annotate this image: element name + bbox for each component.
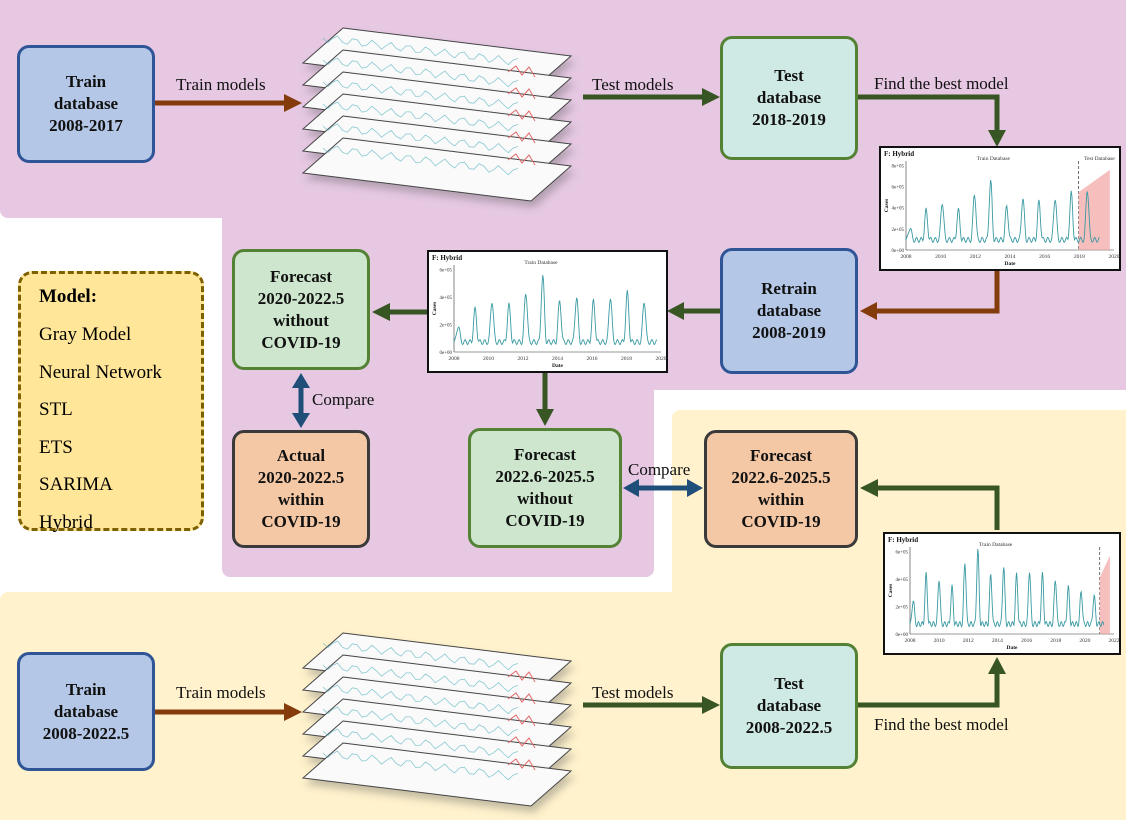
chart-xtick: 2012: [963, 638, 974, 644]
chart-train-label: Train Database: [977, 156, 1011, 162]
chart-xtick: 2008: [905, 638, 916, 644]
chart-xtick: 2014: [552, 356, 563, 362]
model-item: SARIMA: [39, 474, 113, 495]
chart-xtick: 2012: [518, 356, 529, 362]
chart-xtick: 2008: [449, 356, 460, 362]
chart-xtick: 2022: [1109, 638, 1120, 644]
compare-label-left: Compare: [312, 390, 375, 409]
chart-ytick: 0e+00: [439, 351, 452, 356]
find-best-model-label-top: Find the best model: [874, 74, 1009, 93]
train-database-bottom: Train database 2008-2022.5: [17, 652, 155, 771]
forecast-2022-within-covid: Forecast 2022.6-2025.5 within COVID-19: [704, 430, 858, 548]
chart-xtick: 2008: [901, 254, 912, 260]
chart-xtick: 2014: [1005, 254, 1016, 260]
chart-xtick: 2020: [1109, 254, 1120, 260]
chart-ylabel: Cases: [888, 584, 894, 597]
chart-ytick: 2e+05: [891, 228, 904, 233]
chart-xlabel: Date: [1005, 261, 1017, 267]
chart-ytick: 4e+05: [895, 578, 908, 583]
train-database-top: Train database 2008-2017: [17, 45, 155, 163]
chart-panel-title: F: Hybrid: [884, 150, 914, 158]
model-item: STL: [39, 399, 73, 420]
chart-xtick: 2012: [970, 254, 981, 260]
chart-xtick: 2010: [935, 254, 946, 260]
test-database-top: Test database 2018-2019: [720, 36, 858, 160]
retrain-database: Retrain database 2008-2019: [720, 248, 858, 374]
model-stack-bottom: [301, 632, 573, 807]
test-database-bottom: Test database 2008-2022.5: [720, 643, 858, 769]
chart-xtick: 2016: [1021, 638, 1032, 644]
chart-xtick: 2010: [483, 356, 494, 362]
model-sheet: [301, 742, 573, 807]
chart-test-label: Test Database: [1084, 156, 1115, 162]
model-item: Neural Network: [39, 361, 162, 383]
chart-series-line: [909, 548, 1105, 628]
chart-series-line: [905, 179, 1100, 244]
find-best-model-label-bottom: Find the best model: [874, 715, 1009, 734]
model-list-title: Model:: [39, 286, 98, 307]
chart-xtick: 2010: [934, 638, 945, 644]
chart-panel-title: F: Hybrid: [888, 536, 918, 544]
model-item: Gray Model: [39, 324, 132, 345]
chart-ytick: 6e+05: [891, 186, 904, 191]
chart-xtick: 2020: [656, 356, 667, 362]
chart-ytick: 8e+05: [891, 164, 904, 169]
chart-xtick: 2016: [1039, 254, 1050, 260]
chart-train-label: Train Database: [524, 260, 558, 266]
chart-ylabel: Cases: [432, 302, 438, 315]
chart-ytick: 0e+00: [891, 249, 904, 254]
test-models-label-bottom: Test models: [592, 683, 674, 702]
chart-ytick: 0e+00: [895, 633, 908, 638]
chart-ytick: 2e+05: [439, 323, 452, 328]
chart-xtick: 2016: [587, 356, 598, 362]
chart-ylabel: Cases: [884, 199, 890, 212]
chart-panel-title: F: Hybrid: [432, 254, 462, 262]
model-item: ETS: [39, 436, 73, 458]
chart-xtick: 2014: [992, 638, 1003, 644]
chart-xlabel: Date: [552, 363, 564, 369]
model-stack-top: [301, 27, 573, 202]
chart-ytick: 4e+05: [439, 296, 452, 301]
model-sheet: [301, 137, 573, 202]
train-models-label-top: Train models: [176, 75, 266, 94]
test-models-label-top: Test models: [592, 75, 674, 94]
chart-ytick: 6e+05: [439, 268, 452, 273]
chart-xtick: 2018: [1050, 638, 1061, 644]
chart-ytick: 2e+05: [895, 605, 908, 610]
chart-ytick: 6e+05: [895, 550, 908, 555]
actual-2020-within-covid: Actual 2020-2022.5 within COVID-19: [232, 430, 370, 548]
forecast-2020-without-covid: Forecast 2020-2022.5 without COVID-19: [232, 249, 370, 370]
chart-train-label: Train Database: [979, 542, 1013, 548]
compare-label-mid: Compare: [628, 460, 691, 479]
model-list-box: Model: Gray Model Neural Network STL ETS…: [18, 271, 204, 533]
model-item: Hybrid: [39, 511, 93, 533]
chart-xtick: 2018: [621, 356, 632, 362]
chart-xtick: 2020: [1079, 638, 1090, 644]
chart-xtick: 2018: [1074, 254, 1085, 260]
forecast-2022-without-covid: Forecast 2022.6-2025.5 without COVID-19: [468, 428, 622, 548]
train-models-label-bottom: Train models: [176, 683, 266, 702]
chart-series-line: [453, 275, 658, 346]
chart-ytick: 4e+05: [891, 207, 904, 212]
chart-xlabel: Date: [1007, 645, 1019, 651]
